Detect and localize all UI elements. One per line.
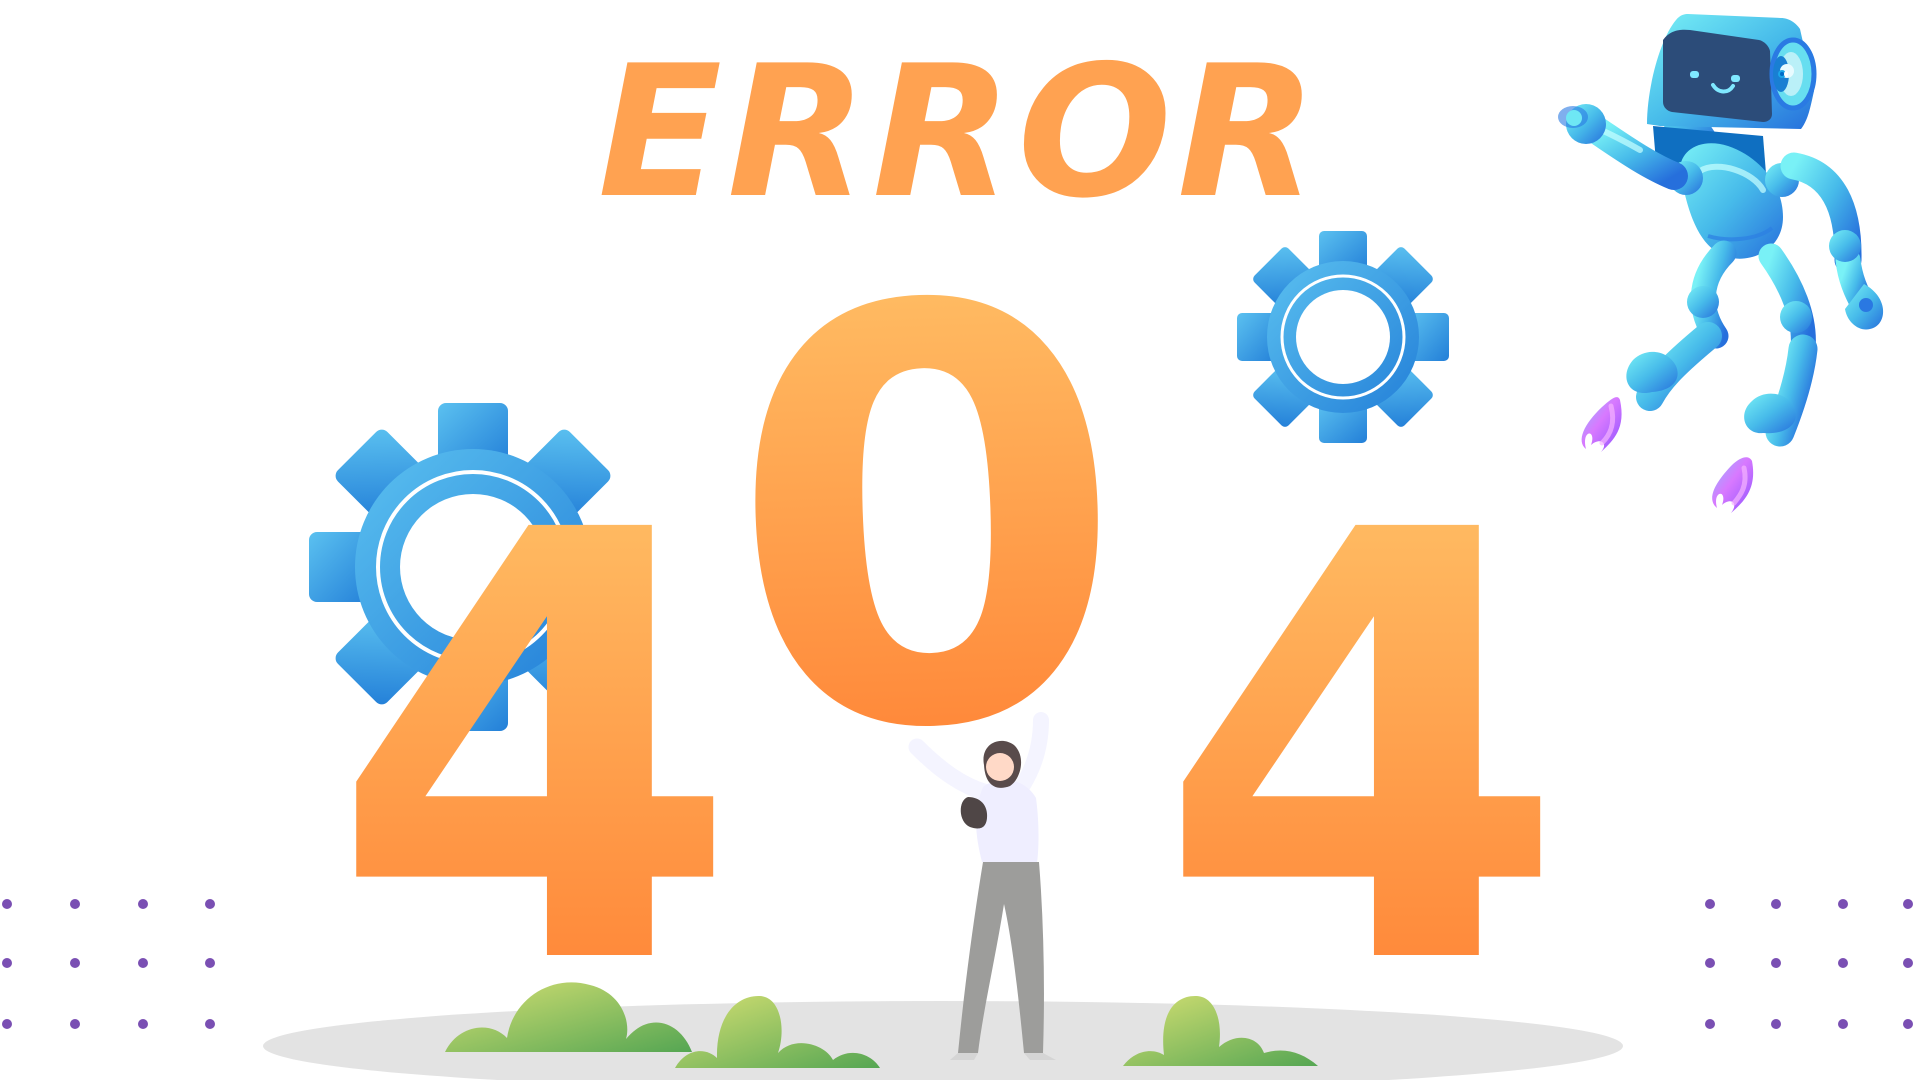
dot-grid-right xyxy=(1705,899,1913,1029)
digit-four-right: 4 xyxy=(1157,408,1568,1080)
error-title: ERROR xyxy=(598,26,1322,238)
robot-illustration xyxy=(1558,14,1884,513)
bush-left xyxy=(445,982,692,1052)
dot-grid-left xyxy=(2,899,215,1029)
person-illustration xyxy=(908,712,1056,1060)
small-gear-icon xyxy=(1237,231,1449,443)
digit-four-left: 4 xyxy=(330,408,741,1080)
bush-right xyxy=(1123,995,1318,1066)
bush-center xyxy=(675,995,880,1068)
large-gear-icon xyxy=(309,403,637,731)
